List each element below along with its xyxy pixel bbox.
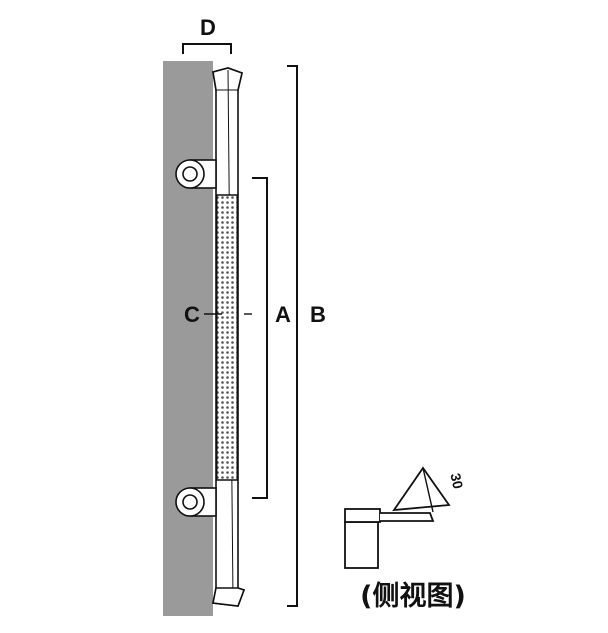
handle-bottom-cap [212,587,246,607]
wall-panel [163,61,213,616]
dimension-d-label: D [200,15,216,40]
knurled-grip [216,194,238,481]
side-view-post [344,521,379,569]
dimension-c-label: C [184,302,200,327]
side-view-cap [344,508,381,523]
side-view-caption: (侧视图) [360,581,466,612]
dimension-d-bracket [182,43,232,54]
dimension-a-bracket [252,177,268,499]
top-mount-post [175,159,217,189]
side-view-triangle [392,466,451,512]
bottom-mount-post [175,487,217,517]
dimension-b-label: B [310,302,326,327]
dimension-b-bracket [287,65,298,607]
side-view-sketch [344,466,451,569]
dimension-a-label: A [275,302,291,327]
side-view-bar [380,512,435,522]
side-view-angle-label: 30 [447,472,466,491]
